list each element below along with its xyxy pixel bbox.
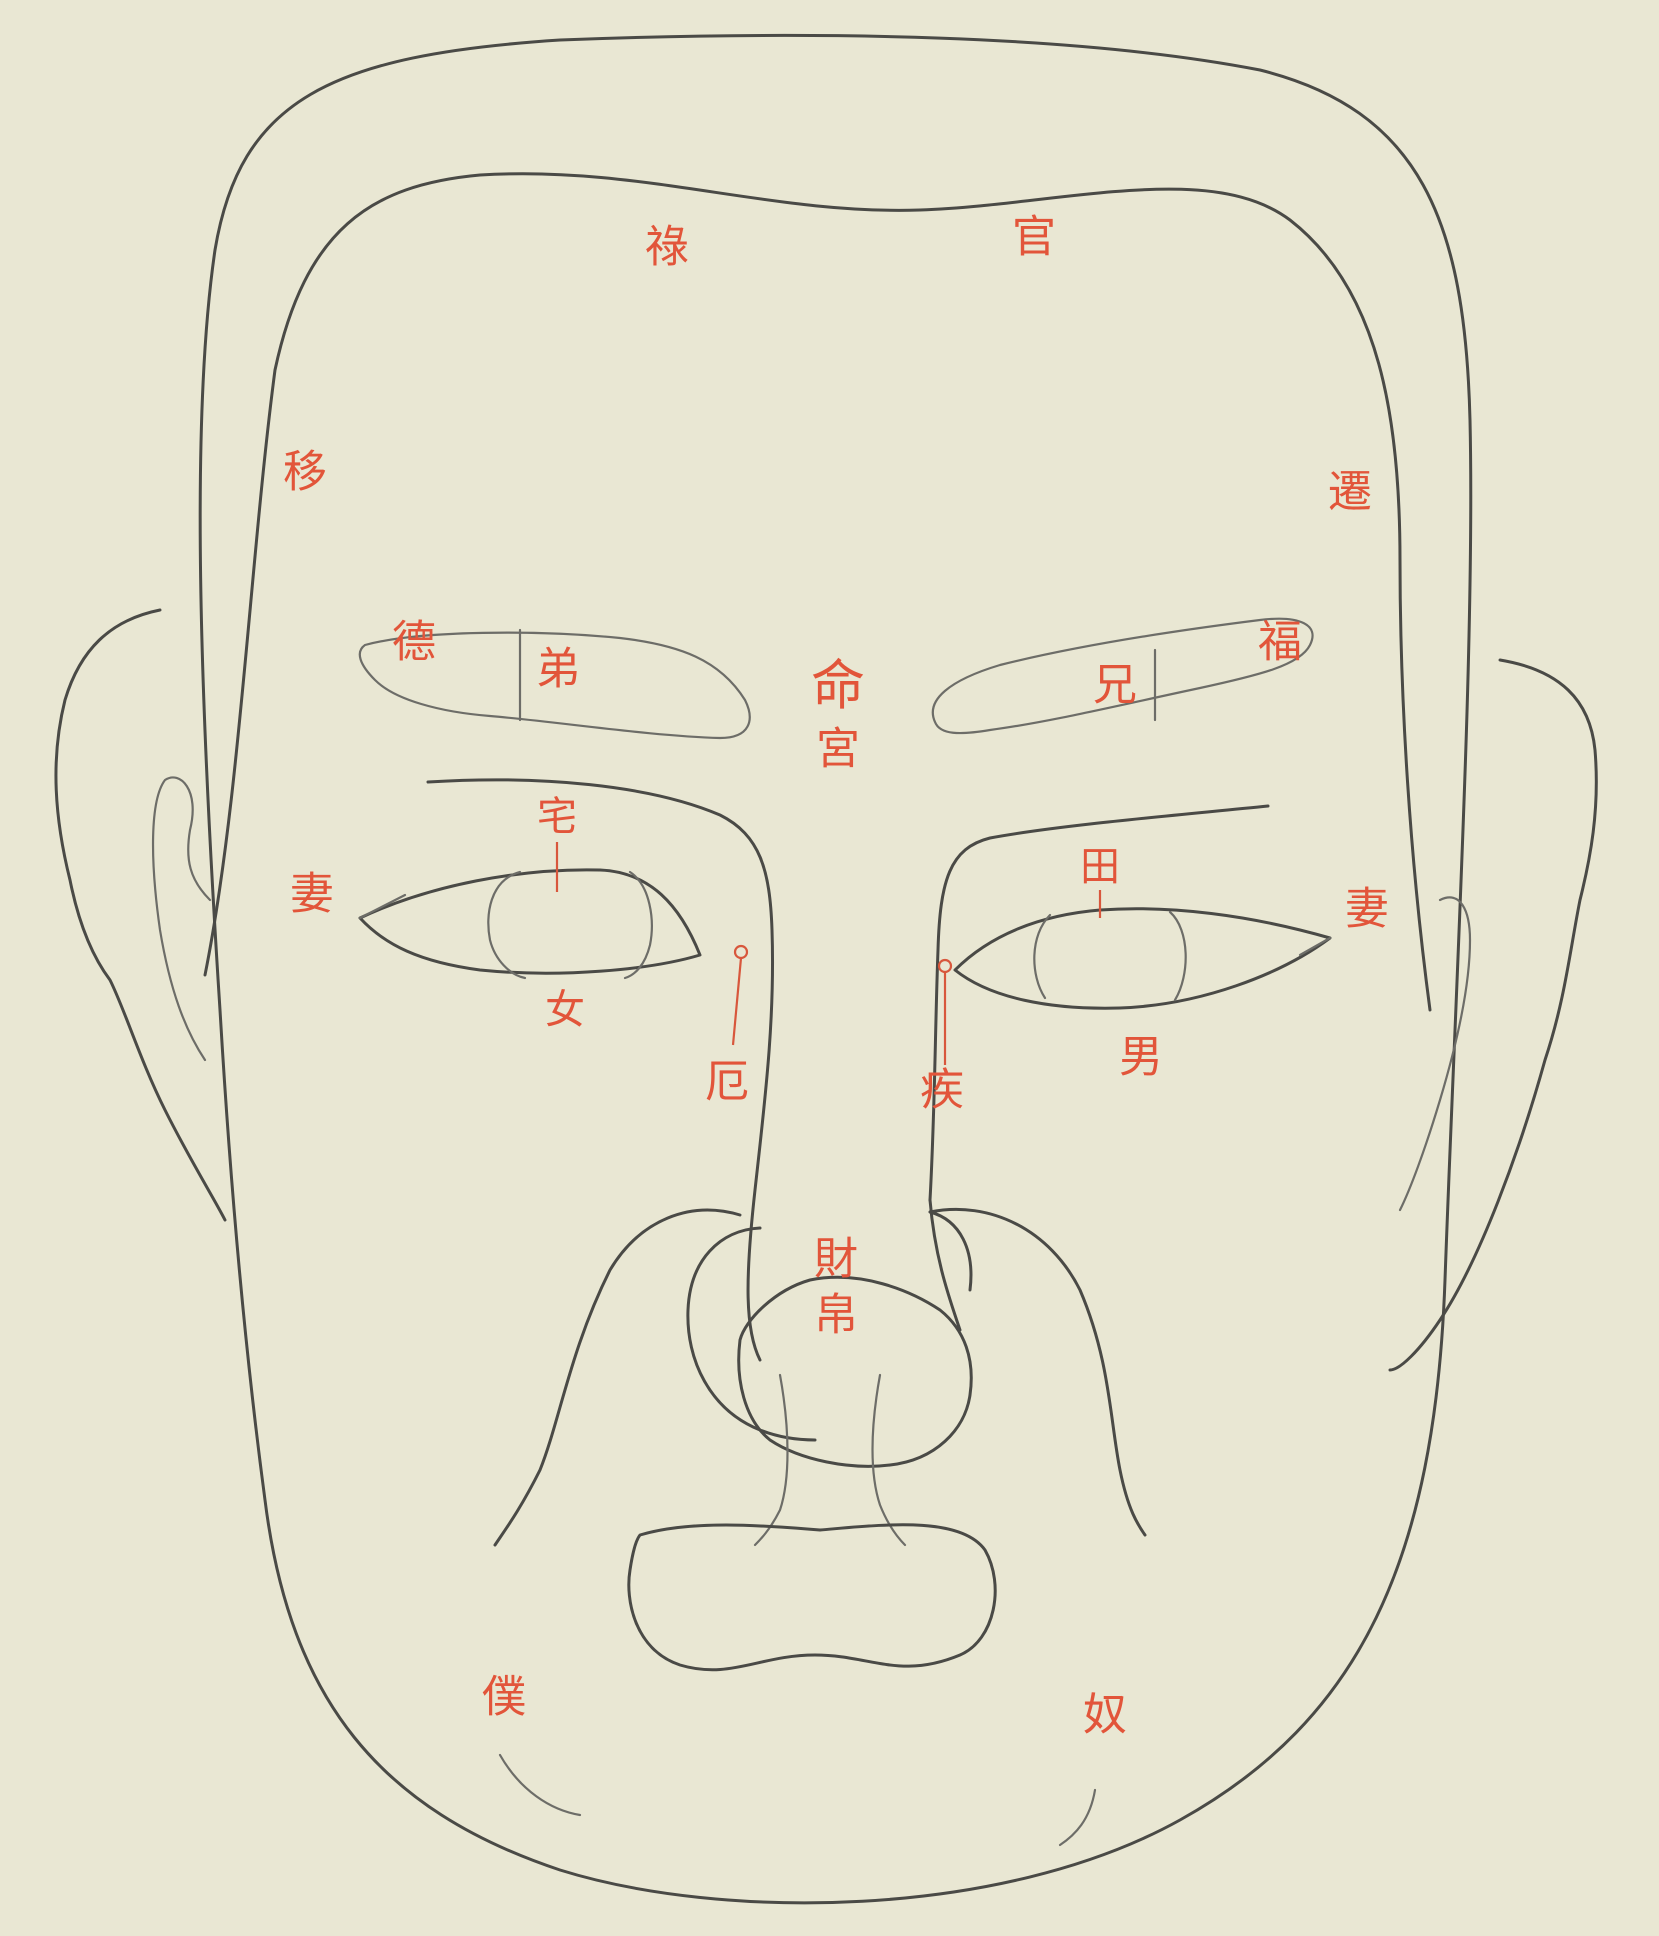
right-eye xyxy=(955,909,1330,1008)
label-e-left: 厄 xyxy=(705,1057,749,1108)
left-marker-dot xyxy=(735,946,747,958)
label-qian-left: 移 xyxy=(283,447,327,498)
label-nu-slave: 奴 xyxy=(1083,1690,1127,1741)
label-ji-right: 疾 xyxy=(920,1065,964,1116)
mouth xyxy=(629,1525,995,1670)
label-lu: 祿 xyxy=(645,222,689,273)
left-ear-inner xyxy=(153,777,210,1060)
right-ear xyxy=(1390,660,1596,1370)
left-eye xyxy=(360,870,700,973)
label-ming: 命 xyxy=(811,654,865,717)
label-qi-left: 妻 xyxy=(290,869,334,920)
right-eye-tail xyxy=(1300,938,1330,955)
label-nan-right: 男 xyxy=(1119,1032,1163,1083)
philtrum-left xyxy=(755,1375,788,1545)
label-de: 德 xyxy=(392,617,436,668)
left-marker-line xyxy=(733,958,741,1045)
chin-right xyxy=(1060,1790,1095,1845)
label-xiong: 兄 xyxy=(1093,660,1137,711)
left-eye-tail xyxy=(360,895,405,918)
left-ear xyxy=(56,610,225,1220)
philtrum-right xyxy=(873,1375,906,1545)
label-pu: 僕 xyxy=(482,1672,526,1723)
label-qi-right: 妻 xyxy=(1345,884,1389,935)
label-guan: 官 xyxy=(1012,212,1056,263)
right-marker-dot xyxy=(939,960,951,972)
label-fu: 福 xyxy=(1258,617,1302,668)
label-zhai: 宅 xyxy=(537,794,577,840)
left-eye-iris xyxy=(488,872,651,978)
label-bo: 帛 xyxy=(814,1290,858,1341)
label-nu-left: 女 xyxy=(545,987,585,1033)
chin-left xyxy=(500,1755,580,1815)
right-nasolabial-fold xyxy=(930,1209,1145,1535)
label-di: 弟 xyxy=(536,644,580,695)
label-gong: 宮 xyxy=(816,724,860,775)
hairline-outline xyxy=(205,174,1430,1010)
right-eye-iris xyxy=(1034,912,1185,1000)
label-qian-right: 遷 xyxy=(1328,467,1372,518)
label-tian: 田 xyxy=(1080,844,1120,890)
label-cai: 財 xyxy=(814,1234,858,1285)
